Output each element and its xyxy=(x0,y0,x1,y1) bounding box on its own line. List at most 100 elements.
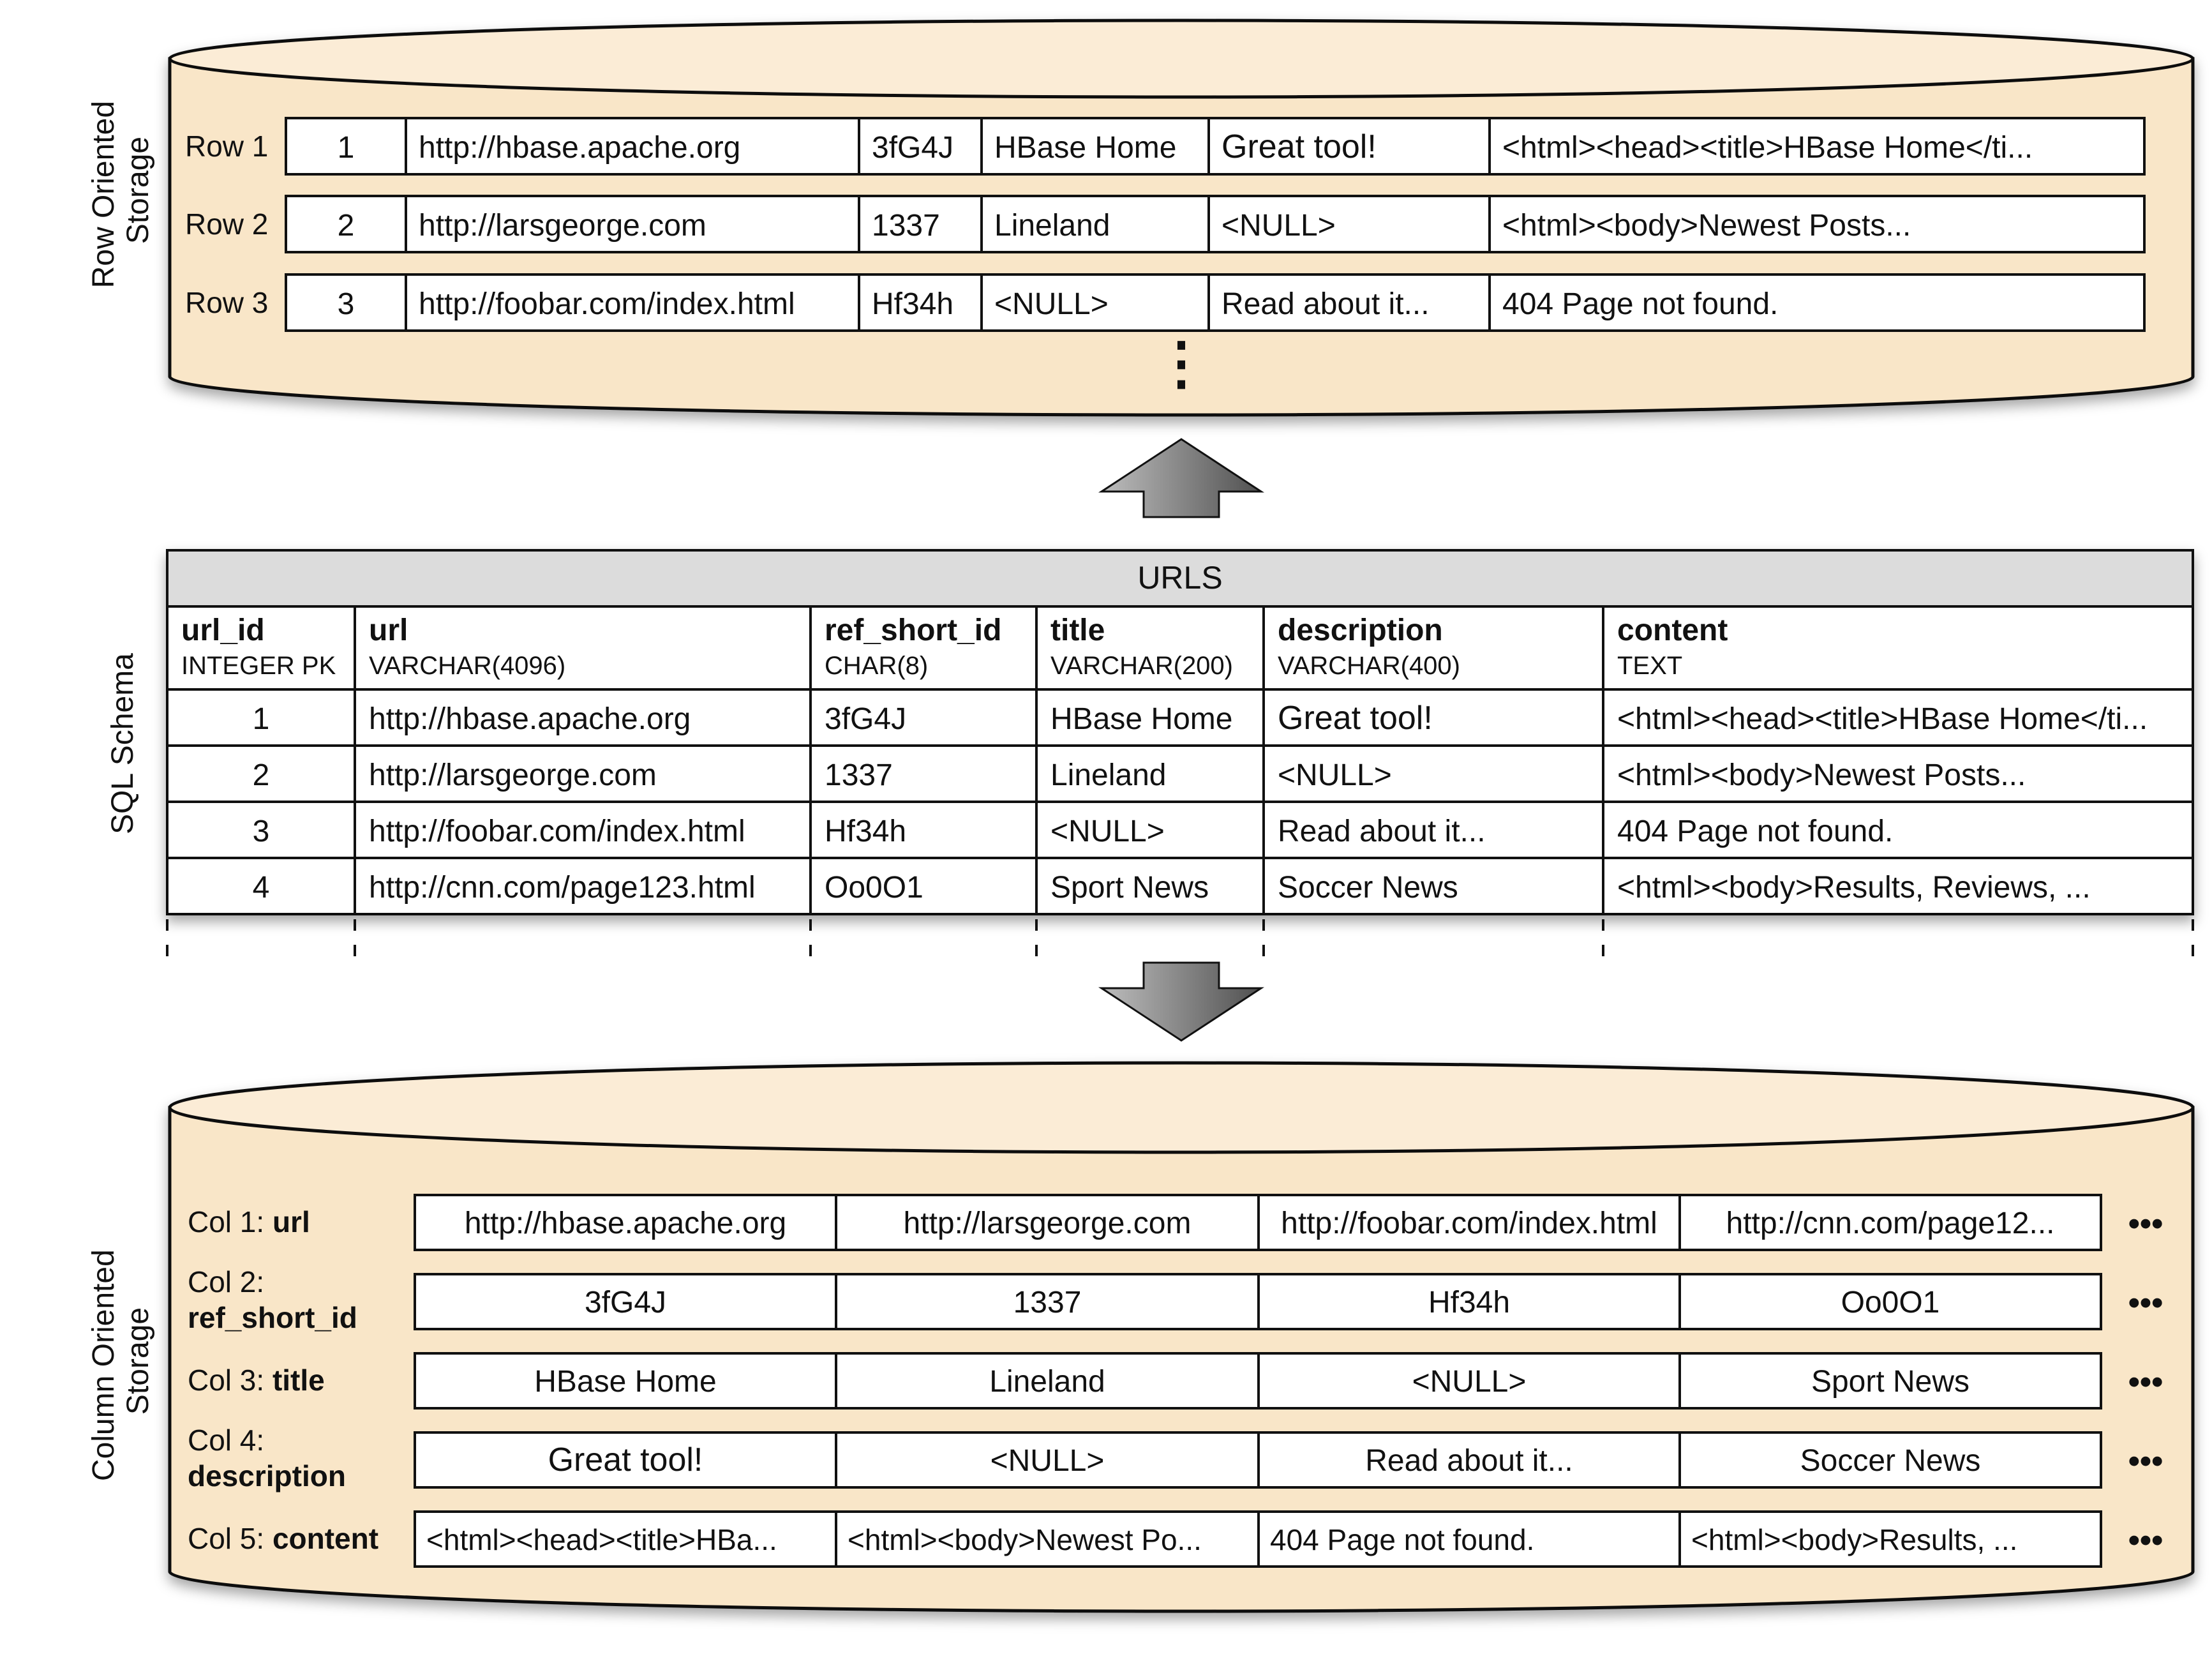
column-label-name: description xyxy=(188,1459,346,1492)
column-type: CHAR(8) xyxy=(825,652,928,680)
column-type: INTEGER PK xyxy=(181,652,336,680)
column-cell-box xyxy=(1678,1194,2102,1251)
table-cell: http://larsgeorge.com xyxy=(369,758,657,792)
column-label-name: url xyxy=(273,1205,310,1238)
column-cell-text: Great tool! xyxy=(548,1441,703,1478)
row-cell-text: http://foobar.com/index.html xyxy=(419,287,795,321)
table-cell: 404 Page not found. xyxy=(1617,815,1893,848)
row-cell-box xyxy=(858,195,983,253)
row-label: Row 1 xyxy=(185,130,268,163)
table-cell: 3fG4J xyxy=(825,702,906,736)
table-cell: <NULL> xyxy=(1278,758,1392,792)
column-cell-text: http://foobar.com/index.html xyxy=(1281,1207,1657,1240)
row-cell-text: http://hbase.apache.org xyxy=(419,131,740,165)
sql-schema-side-label: SQL Schema xyxy=(106,653,140,834)
row-cell-text: http://larsgeorge.com xyxy=(419,209,706,243)
table-cell: http://foobar.com/index.html xyxy=(369,815,745,848)
column-label: Col 5: content xyxy=(188,1522,378,1555)
row-cell-box xyxy=(1488,273,2146,332)
row-storage-more-icon: ⋮ xyxy=(1153,332,1210,396)
ellipsis-icon: ••• xyxy=(2128,1443,2163,1480)
row-cell-box xyxy=(858,273,983,332)
column-name: url_id xyxy=(181,613,265,647)
table-cell: 4 xyxy=(253,871,270,905)
row-cell-box xyxy=(980,117,1210,176)
table-header-bar xyxy=(166,549,2194,608)
column-cell-box xyxy=(1678,1352,2102,1410)
column-cell-box xyxy=(835,1510,1260,1568)
table-cell: 1 xyxy=(253,702,270,736)
column-cell-text: http://larsgeorge.com xyxy=(904,1207,1192,1240)
row-cell-text: <html><head><title>HBase Home</ti... xyxy=(1502,131,2033,165)
table-cell: <NULL> xyxy=(1050,815,1165,848)
column-cell-box xyxy=(1257,1510,1681,1568)
column-cell-text: 404 Page not found. xyxy=(1270,1523,1534,1556)
column-cell-box xyxy=(1257,1194,1681,1251)
row-cell-box xyxy=(980,273,1210,332)
column-cell-text: 1337 xyxy=(1013,1286,1082,1319)
table-cell: Sport News xyxy=(1050,871,1209,905)
row-cell-box xyxy=(1488,117,2146,176)
ellipsis-icon: ••• xyxy=(2128,1364,2163,1401)
ellipsis-icon: ••• xyxy=(2128,1205,2163,1242)
sql-table-grid xyxy=(167,606,2193,914)
row-cell-box xyxy=(858,117,983,176)
table-cell: 3 xyxy=(253,815,270,848)
row-cell-box xyxy=(1207,273,1491,332)
column-name: ref_short_id xyxy=(825,613,1001,647)
column-label-prefix: Col 5: xyxy=(188,1522,273,1555)
row-cell-text: 2 xyxy=(338,209,355,243)
column-cell-box xyxy=(835,1352,1260,1410)
table-cell: Great tool! xyxy=(1278,700,1433,737)
column-cell-box xyxy=(1678,1273,2102,1330)
row-cell-box xyxy=(980,195,1210,253)
column-cell-text: Sport News xyxy=(1811,1365,1969,1399)
column-cell-box xyxy=(835,1273,1260,1330)
table-cell: HBase Home xyxy=(1050,702,1232,736)
column-cell-text: http://hbase.apache.org xyxy=(465,1207,786,1240)
column-label-prefix: Col 3: xyxy=(188,1364,273,1397)
column-label-prefix: Col 4: xyxy=(188,1424,264,1457)
column-type: TEXT xyxy=(1617,652,1682,680)
row-cell-box xyxy=(405,273,860,332)
ellipsis-icon: ••• xyxy=(2128,1522,2163,1559)
column-cell-text: HBase Home xyxy=(534,1365,716,1399)
column-name: title xyxy=(1050,613,1105,647)
down-arrow-icon xyxy=(1098,961,1265,1042)
column-type: VARCHAR(4096) xyxy=(369,652,565,680)
row-cell-box xyxy=(1207,195,1491,253)
table-cell: Soccer News xyxy=(1278,871,1458,905)
column-cell-box xyxy=(1678,1431,2102,1489)
row-cell-text: Read about it... xyxy=(1222,287,1430,321)
column-label: Col 3: title xyxy=(188,1364,325,1397)
table-cell: Hf34h xyxy=(825,815,906,848)
column-cell-box xyxy=(414,1194,837,1251)
table-cell: 2 xyxy=(253,758,270,792)
column-label-name: title xyxy=(273,1364,325,1397)
column-cell-box xyxy=(1257,1431,1681,1489)
column-cell-box xyxy=(835,1194,1260,1251)
column-cell-text: Hf34h xyxy=(1428,1286,1510,1319)
table-cell: 1337 xyxy=(825,758,893,792)
column-cell-text: <NULL> xyxy=(1412,1365,1527,1399)
row-cell-text: 3fG4J xyxy=(872,131,953,165)
column-cell-text: <html><head><title>HBa... xyxy=(426,1523,777,1556)
column-cell-box xyxy=(835,1431,1260,1489)
row-cell-text: Lineland xyxy=(994,209,1110,243)
column-name: url xyxy=(369,613,408,647)
column-name: content xyxy=(1617,613,1728,647)
column-type: VARCHAR(200) xyxy=(1050,652,1233,680)
row-cell-text: Great tool! xyxy=(1222,128,1377,165)
